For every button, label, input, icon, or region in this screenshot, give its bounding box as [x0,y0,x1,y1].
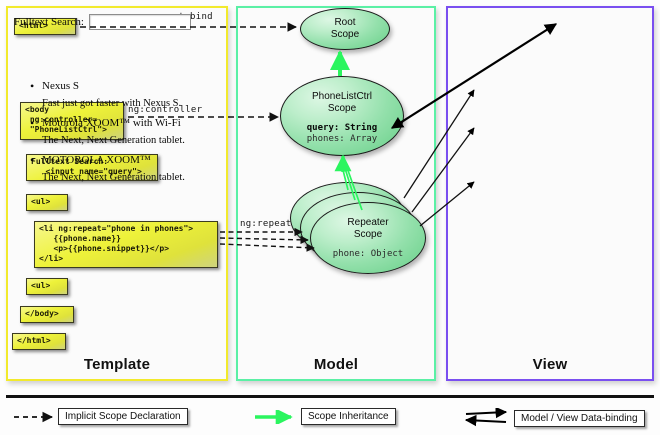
phone-name: MOTOROLA XOOM™ [30,152,202,169]
root-scope-title-line2: Scope [330,29,360,40]
repeater-scope[interactable]: Repeater Scope phone: Object [310,202,426,274]
view-content: Fulltext Search: Nexus S Fast just got f… [6,6,200,346]
phone-name: Motorola XOOM™ with Wi-Fi [30,115,202,132]
legend: Implicit Scope Declaration Scope Inherit… [0,395,660,435]
legend-model-view-databinding: Model / View Data-binding [464,408,645,428]
list-item: MOTOROLA XOOM™ The Next, Next Generation… [30,152,202,186]
phone-snippet: The Next, Next Generation tablet. [42,172,185,183]
legend-double-arrow-icon [464,408,508,427]
repeater-scope-title-line1: Repeater [347,217,389,228]
phone-snippet: Fast just got faster with Nexus S. [42,98,182,109]
phonelistctrl-scope-prop-query: query: String [306,123,378,133]
repeater-scope-prop-phone: phone: Object [332,249,404,259]
list-item: Nexus S Fast just got faster with Nexus … [30,78,202,112]
panel-template-label: Template [83,356,151,373]
phonelistctrl-scope[interactable]: PhoneListCtrl Scope query: String phones… [280,76,404,156]
phone-list: Nexus S Fast just got faster with Nexus … [30,78,202,189]
body-close-box: </body> [20,306,74,323]
html-open-box: <html> [14,18,76,35]
panel-model-label: Model [313,356,359,373]
panel-view-label: View [532,356,568,373]
phone-snippet: The Next, Next Generation tablet. [42,135,185,146]
ul-open-box: <ul> [26,194,68,211]
list-item: Motorola XOOM™ with Wi-Fi The Next, Next… [30,115,202,149]
phonelistctrl-scope-title-line2: Scope [327,103,357,114]
legend-green-arrow-icon [255,409,293,424]
edge-label-repeat: ng:repeat [240,219,292,229]
legend-scope-inheritance-label: Scope Inheritance [301,408,396,425]
html-close-box: </html> [12,333,66,350]
phonelistctrl-scope-prop-phones: phones: Array [306,134,378,144]
root-scope-title-line1: Root [334,17,356,28]
panel-view: View [446,6,654,381]
root-scope[interactable]: Root Scope [300,8,390,50]
legend-scope-inheritance: Scope Inheritance [253,408,396,425]
legend-implicit-scope-declaration-label: Implicit Scope Declaration [58,408,188,425]
li-repeat-box: <li ng:repeat="phone in phones"> {{phone… [34,221,218,268]
view-search-row: Fulltext Search: [14,14,191,30]
phone-name: Nexus S [30,78,202,95]
legend-implicit-scope-declaration: Implicit Scope Declaration [12,408,188,425]
repeater-scope-title-line2: Scope [353,229,383,240]
phonelistctrl-scope-title-line1: PhoneListCtrl [311,91,373,102]
view-search-label: Fulltext Search: [14,16,84,28]
legend-divider [6,395,654,398]
legend-dashed-arrow-icon [14,411,54,422]
ul-close-box: <ul> [26,278,68,295]
fulltext-search-input[interactable] [88,14,191,30]
legend-model-view-databinding-label: Model / View Data-binding [514,409,645,427]
edge-label-controller: ng:controller [128,105,203,115]
